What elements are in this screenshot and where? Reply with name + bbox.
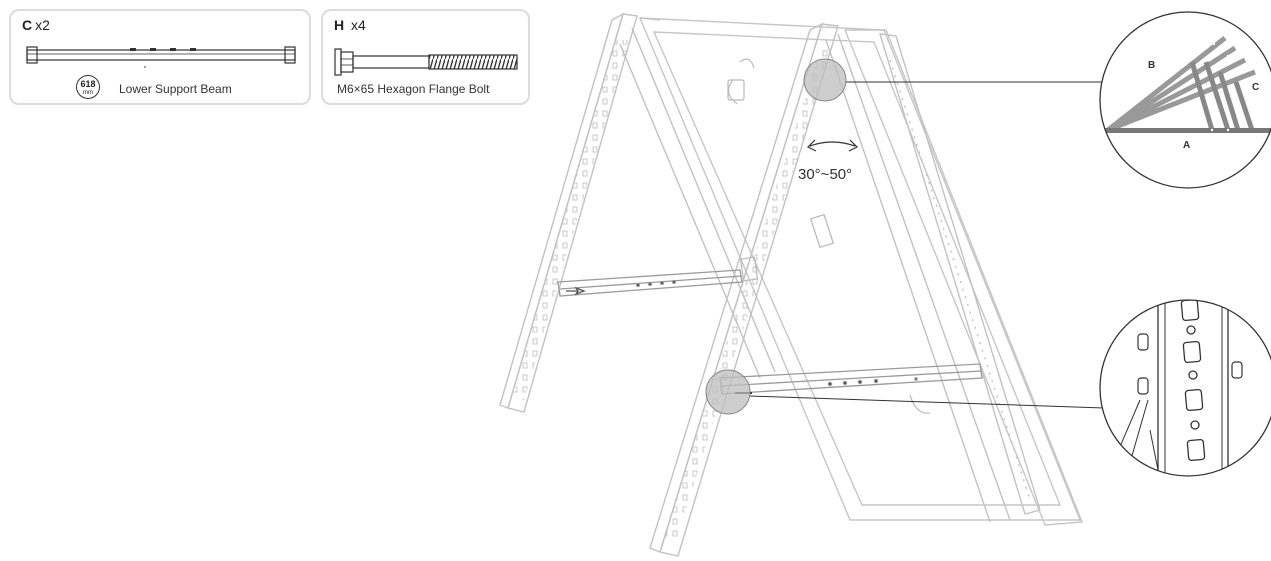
part-letter-h: H [334,17,345,33]
detail-label-a: A [1183,140,1191,151]
angle-arrow [809,141,856,147]
top-hinge-highlight [803,58,847,102]
length-unit: mm [83,90,93,96]
part-qty-c: x2 [35,17,50,33]
support-beam-drawing [26,46,296,68]
lower-crossbeam [719,363,983,395]
part-letter-c: C [22,17,33,33]
bottom-bolt-highlight [705,369,751,415]
tilt-angle-range: 30°~50° [798,166,853,183]
part-qty-h: x4 [351,17,366,33]
detail-label-b: B [1148,60,1156,71]
back-panel-frame [638,17,1084,526]
bottom-detail-leader [749,395,1105,409]
upper-crossbeam [557,269,743,297]
part-name-c: Lower Support Beam [119,82,232,96]
part-header-h: H x4 [334,17,366,33]
length-value: 618 [80,79,96,89]
length-badge: 618 mm [76,75,100,99]
rear-right-leg [879,33,1041,515]
hinge-angle-detail [1100,12,1271,188]
detail-label-c: C [1252,82,1260,93]
flange-bolt-drawing [334,48,518,76]
junction-box [727,58,931,414]
bolt-attachment-detail [1100,300,1271,476]
part-card-h: H x4 M6×65 Hexagon Flange Bolt [321,9,530,105]
part-name-h: M6×65 Hexagon Flange Bolt [337,82,490,96]
front-leg [649,22,1011,557]
